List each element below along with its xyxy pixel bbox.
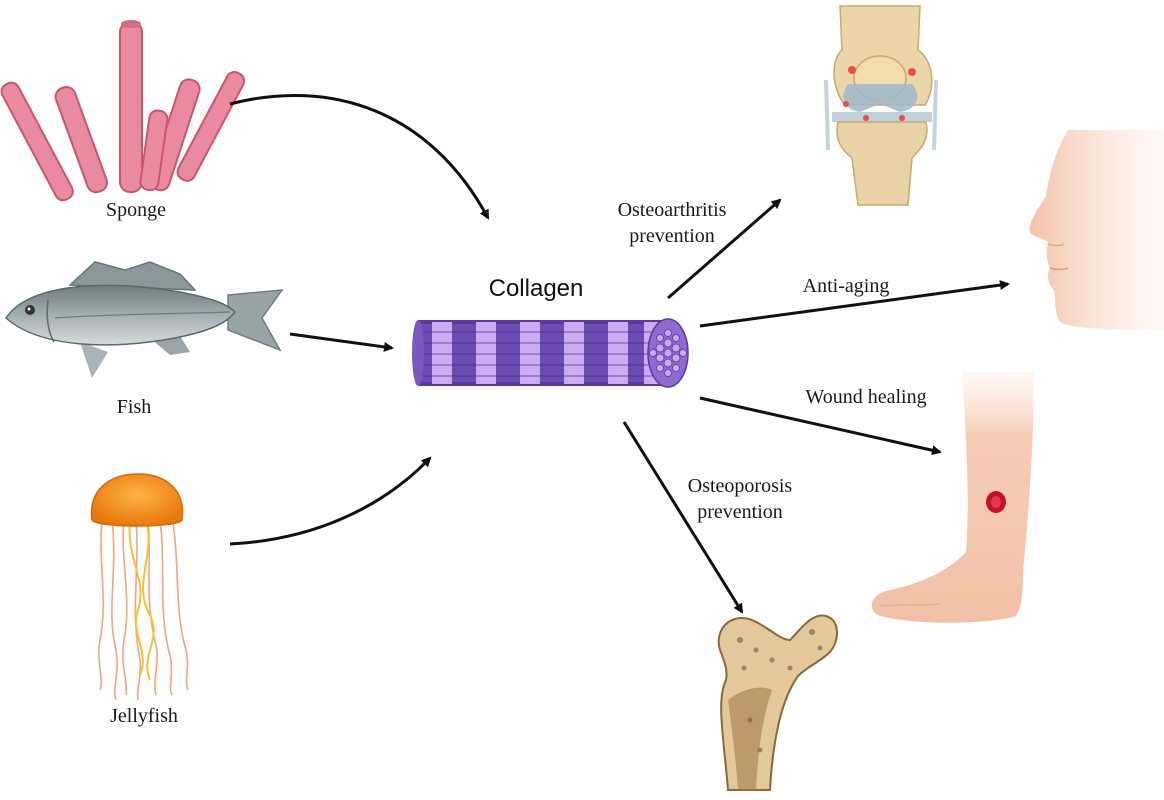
collagen-title: Collagen — [489, 275, 584, 302]
label-wound-healing: Wound healing — [805, 386, 926, 408]
leg-icon — [871, 372, 1034, 623]
face-profile-icon — [1029, 130, 1164, 330]
arrow-jellyfish-to-collagen — [229, 456, 432, 546]
label-jellyfish: Jellyfish — [110, 705, 178, 727]
label-anti-aging: Anti-aging — [803, 275, 890, 297]
fish-icon — [5, 261, 284, 378]
arrow-fish-to-collagen — [289, 332, 394, 352]
collagen-fiber-icon — [412, 318, 689, 388]
arrow-collagen-to-anti-aging — [699, 280, 1010, 328]
arrow-collagen-to-wound-healing — [699, 396, 942, 456]
sponge-icon — [0, 20, 246, 202]
label-sponge: Sponge — [106, 199, 166, 221]
arrow-collagen-to-osteoarthritis — [667, 198, 782, 300]
label-osteoarthritis-line2: prevention — [629, 225, 715, 247]
jellyfish-icon — [90, 473, 189, 701]
femur-bone-icon — [717, 614, 838, 791]
arrow-sponge-to-collagen — [229, 93, 490, 220]
label-osteoporosis-line1: Osteoporosis — [688, 475, 793, 497]
label-osteoarthritis-line1: Osteoarthritis — [618, 199, 727, 221]
label-osteoporosis-line2: prevention — [697, 501, 783, 523]
arrow-collagen-to-osteoporosis — [622, 421, 744, 614]
label-fish: Fish — [117, 396, 151, 418]
knee-joint-icon — [824, 5, 938, 206]
